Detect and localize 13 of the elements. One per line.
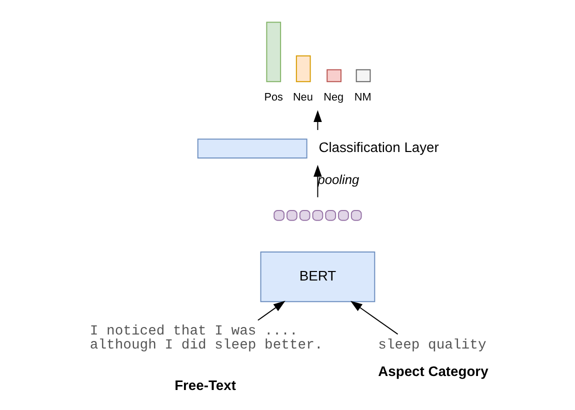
node-label: Neu: [292, 91, 313, 104]
arrow: [314, 164, 322, 198]
edge-label: pooling: [318, 172, 360, 188]
node-label: Classification Layer: [318, 139, 439, 156]
node-text: sleep quality Aspect Category: [378, 337, 488, 380]
arrow: [350, 300, 398, 335]
node-label: NM: [354, 91, 372, 104]
arrow: [257, 300, 286, 321]
node-label: Pos: [264, 91, 283, 104]
node-text: I noticed that I was .... although I did sleep better. Free-Text: [90, 323, 323, 393]
arrow: [314, 110, 322, 130]
node-box: BERT: [260, 252, 376, 302]
node-label: Neg: [324, 91, 344, 104]
